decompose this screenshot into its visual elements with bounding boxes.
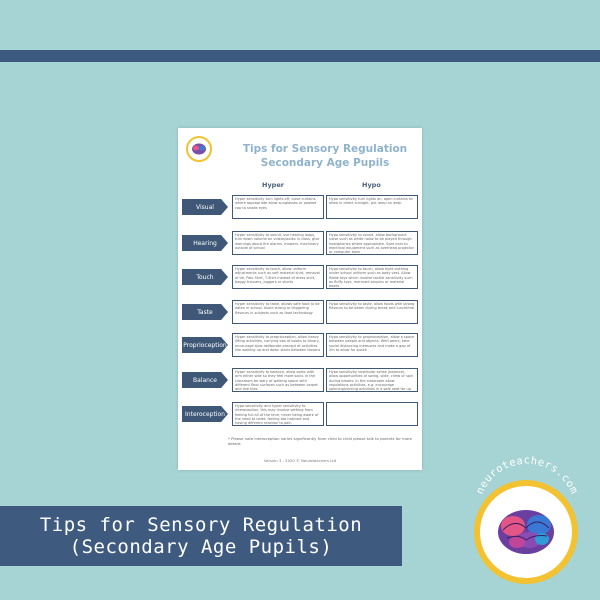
sheet-title: Tips for Sensory Regulation Secondary Ag… — [230, 142, 420, 170]
row-touch: Touch Hyper sensitivity to touch, allow … — [182, 265, 418, 291]
hypo-cell: Hypo sensitivity to taste, allow foods w… — [326, 300, 418, 324]
sheet-title-line2: Secondary Age Pupils — [260, 157, 390, 169]
row-taste: Taste Hyper sensitivity to taste, allows… — [182, 300, 418, 326]
sheet-title-line1: Tips for Sensory Regulation — [242, 143, 408, 155]
caption-banner: Tips for Sensory Regulation (Secondary A… — [0, 506, 402, 566]
brand-logo — [474, 480, 578, 584]
row-interoception: Interoception Hypo sensitivity and hyper… — [182, 402, 418, 428]
column-header-hyper: Hyper — [262, 181, 284, 189]
category-label: Balance — [182, 372, 228, 388]
hyper-cell: Hyper sensitivity to proprioception, all… — [232, 333, 324, 357]
sheet-footnote: * Please note interoception varies signi… — [228, 436, 412, 446]
caption-line2: (Secondary Age Pupils) — [69, 536, 333, 558]
hypo-cell: Hypo sensitivity to sound, allow backgro… — [326, 231, 418, 255]
top-band — [0, 50, 600, 62]
hypo-cell — [326, 402, 418, 426]
hyper-cell: Hyper sensitivity to sound, use hearing … — [232, 231, 324, 255]
hypo-cell: Hypo sensitivity turn lights on, open cu… — [326, 195, 418, 219]
hyper-cell: Hyper sensitivity to taste, allows safe … — [232, 300, 324, 324]
brain-icon — [498, 510, 554, 554]
brand-logo-inner — [480, 486, 572, 578]
hypo-cell: Hypo sensitivity vestibular sense (balan… — [326, 368, 418, 392]
hyper-cell: Hypo sensitivity and hyper sensitivity t… — [232, 402, 324, 426]
hyper-cell: Hyper sensitivity to balance, allow seat… — [232, 368, 324, 392]
sheet-brain-logo — [186, 136, 212, 162]
column-header-hypo: Hypo — [362, 181, 381, 189]
row-balance: Balance Hyper sensitivity to balance, al… — [182, 368, 418, 394]
caption-line1: Tips for Sensory Regulation — [39, 514, 363, 536]
hypo-cell: Hypo sensitivity to touch, allow tight c… — [326, 265, 418, 289]
sheet-version: Version 3 - 2020 © Neuroteachers Ltd — [263, 458, 337, 463]
hypo-cell: Hypo sensitivity to proprioception, allo… — [326, 333, 418, 357]
hyper-cell: Hyper sensitivity turn lights off, close… — [232, 195, 324, 219]
row-visual: Visual Hyper sensitivity turn lights off… — [182, 195, 418, 221]
category-label: Visual — [182, 199, 228, 215]
worksheet-preview: Tips for Sensory Regulation Secondary Ag… — [178, 128, 422, 470]
row-hearing: Hearing Hyper sensitivity to sound, use … — [182, 231, 418, 257]
row-proprioception: Proprioception Hyper sensitivity to prop… — [182, 333, 418, 359]
hyper-cell: Hyper sensitivity to touch, allow unifor… — [232, 265, 324, 289]
category-label: Taste — [182, 304, 228, 320]
category-label: Touch — [182, 269, 228, 285]
category-label: Hearing — [182, 235, 228, 251]
category-label: Interoception — [182, 406, 228, 422]
category-label: Proprioception — [182, 337, 228, 353]
